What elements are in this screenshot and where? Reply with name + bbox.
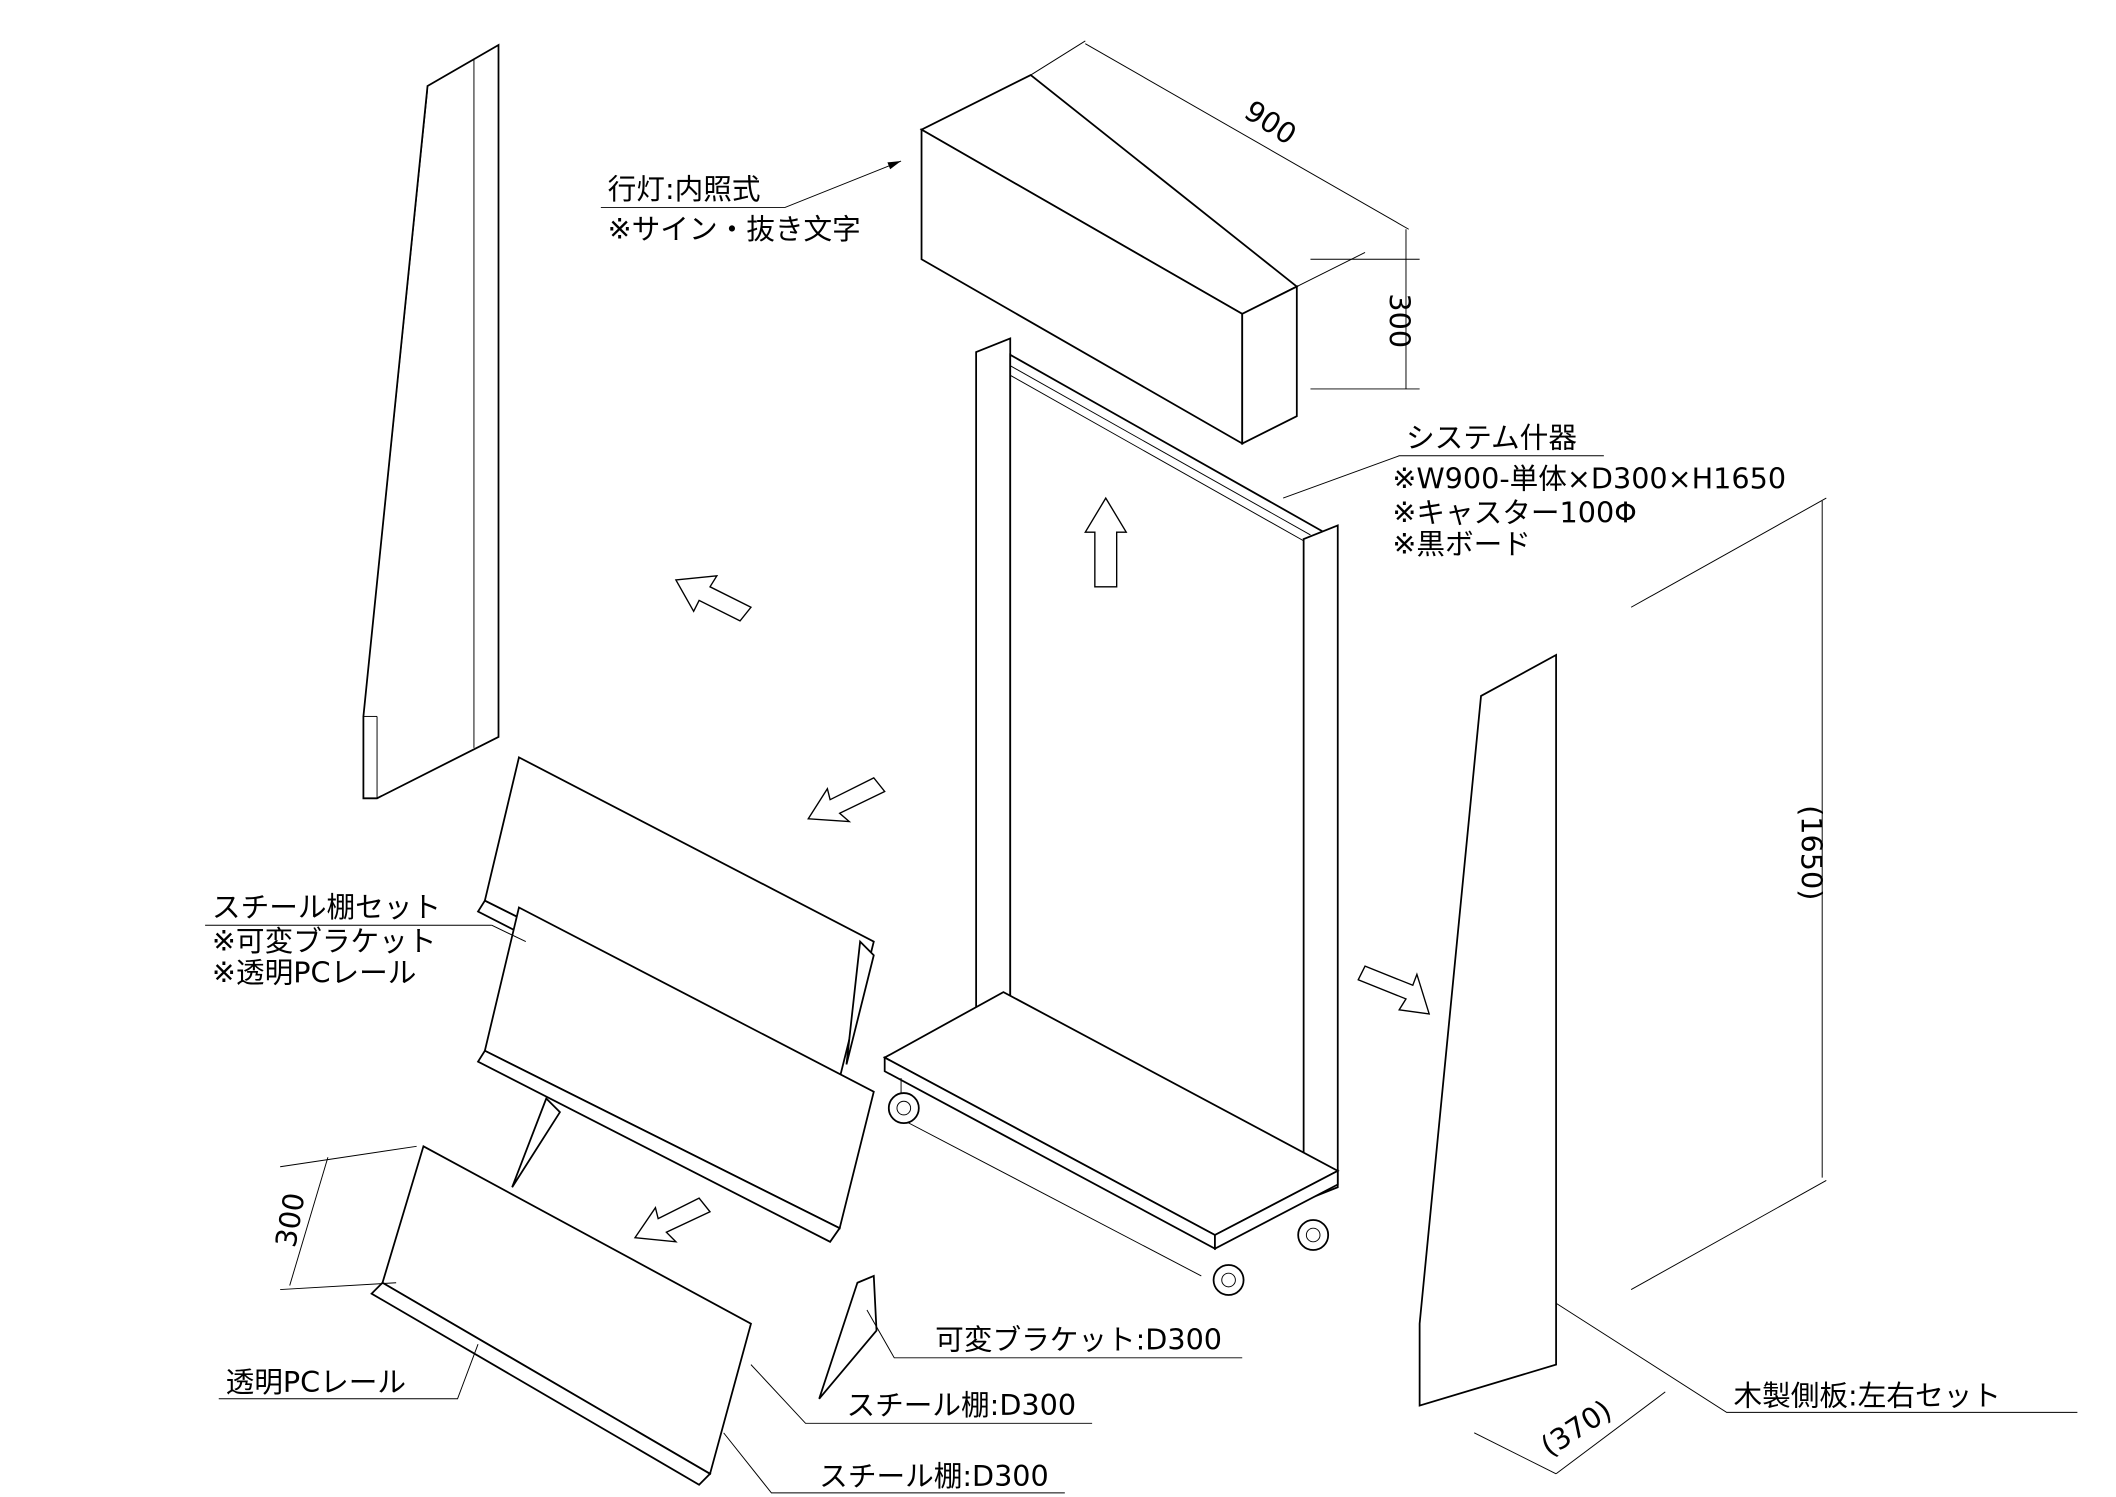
leader-lines	[205, 160, 2078, 1494]
height-dimension	[1630, 497, 1827, 1290]
system-fixture-note: ※キャスター100Φ	[1392, 496, 1636, 530]
bracket	[845, 939, 875, 1065]
shelf-set-note: ※透明PCレール	[212, 956, 416, 990]
caster-wheel	[1212, 1264, 1245, 1296]
system-fixture-title: システム什器	[1406, 421, 1577, 455]
arrow-icon	[633, 496, 1431, 1243]
system-fixture-note: ※黒ボード	[1392, 527, 1531, 561]
side-panel-label: 木製側板:左右セット	[1733, 1379, 2000, 1413]
caster-wheel	[887, 1092, 920, 1124]
panel-depth-dimension-label: (370)	[1535, 1393, 1618, 1463]
shelf-depth-dimension: 300	[269, 1190, 312, 1250]
system-fixture-note: ※W900-単体×D300×H1650	[1392, 462, 1786, 496]
lantern-box	[919, 40, 1420, 446]
pc-rail-label: 透明PCレール	[226, 1365, 406, 1399]
lantern-width-dimension: 900	[1238, 93, 1302, 151]
lantern-title: 行灯:内照式	[608, 172, 761, 206]
lantern-height-dimension: 300	[1383, 293, 1417, 348]
right-side-panel	[1418, 653, 1557, 1407]
depth-dimension	[1473, 1391, 1666, 1475]
bracket-label: 可変ブラケット:D300	[935, 1323, 1222, 1357]
height-dimension-label: (1650)	[1795, 805, 1829, 900]
shelf-set-title: スチール棚セット	[212, 890, 441, 924]
steel-shelf-label: スチール棚:D300	[819, 1459, 1049, 1493]
system-fixture-frame	[882, 337, 1340, 1296]
variable-bracket	[818, 1274, 878, 1400]
left-side-panel	[362, 43, 500, 800]
bracket	[511, 1096, 562, 1188]
shelf-set-note: ※可変ブラケット	[212, 924, 436, 958]
caster-wheel	[1297, 1219, 1330, 1251]
steel-shelf-label: スチール棚:D300	[846, 1388, 1076, 1422]
steel-shelf-set	[280, 756, 878, 1486]
lantern-note: ※サイン・抜き文字	[608, 212, 861, 246]
